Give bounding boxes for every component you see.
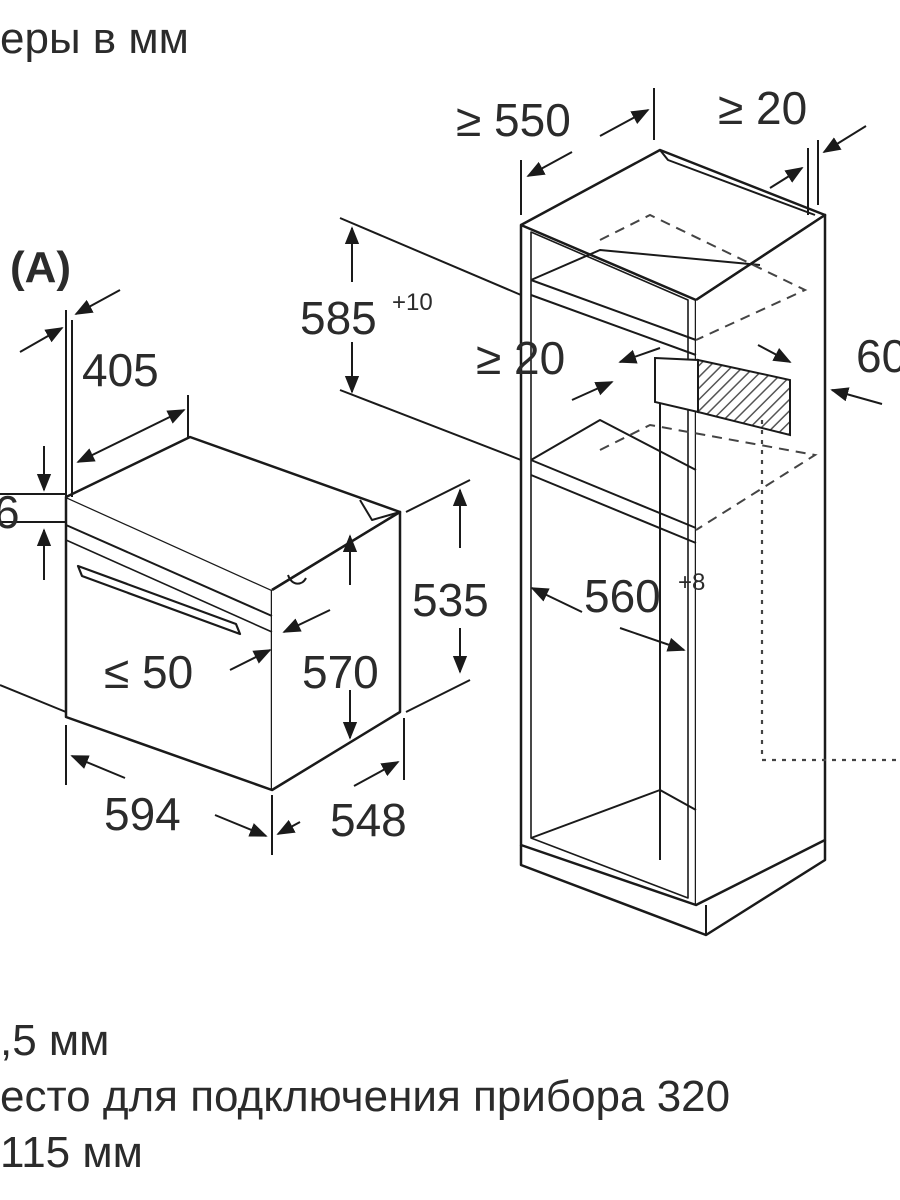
footnote-line-2: есто для подключения прибора 320 — [0, 1072, 731, 1121]
niche-shelf — [530, 459, 697, 529]
dim-ge-20-middle: ≥ 20 — [476, 332, 565, 384]
dim-548: 548 — [330, 794, 407, 846]
dim-585: 585 — [300, 292, 377, 344]
vent-block — [654, 356, 791, 437]
footnote-line-1: ,5 мм — [0, 1016, 110, 1065]
dim-560-tolerance: +8 — [678, 569, 705, 596]
oven-drawing — [64, 435, 402, 792]
dim-560: 560 — [584, 570, 661, 622]
dim-535: 535 — [412, 574, 489, 626]
dim-570: 570 — [302, 646, 379, 698]
dim-ge-550: ≥ 550 — [456, 94, 571, 146]
variant-label: (A) — [10, 243, 71, 292]
dim-6: 6 — [0, 486, 20, 538]
cabinet-side — [695, 213, 827, 907]
dim-ge-20-top: ≥ 20 — [718, 82, 807, 134]
cabinet-drawing — [519, 148, 827, 937]
dim-le-50: ≤ 50 — [104, 646, 193, 698]
footnote-line-3: 115 мм — [0, 1128, 143, 1177]
installation-drawing: (A) 405 6 ≤ 50 570 535 594 548 585 +10 ≥… — [0, 82, 900, 937]
cabinet-front-frame — [519, 223, 698, 907]
oven-handle — [76, 564, 242, 636]
dimensions-caption: еры в мм — [0, 14, 189, 63]
dim-60: 60 — [856, 330, 900, 382]
dim-594: 594 — [104, 788, 181, 840]
dim-405: 405 — [82, 344, 159, 396]
dim-585-tolerance: +10 — [392, 289, 433, 316]
